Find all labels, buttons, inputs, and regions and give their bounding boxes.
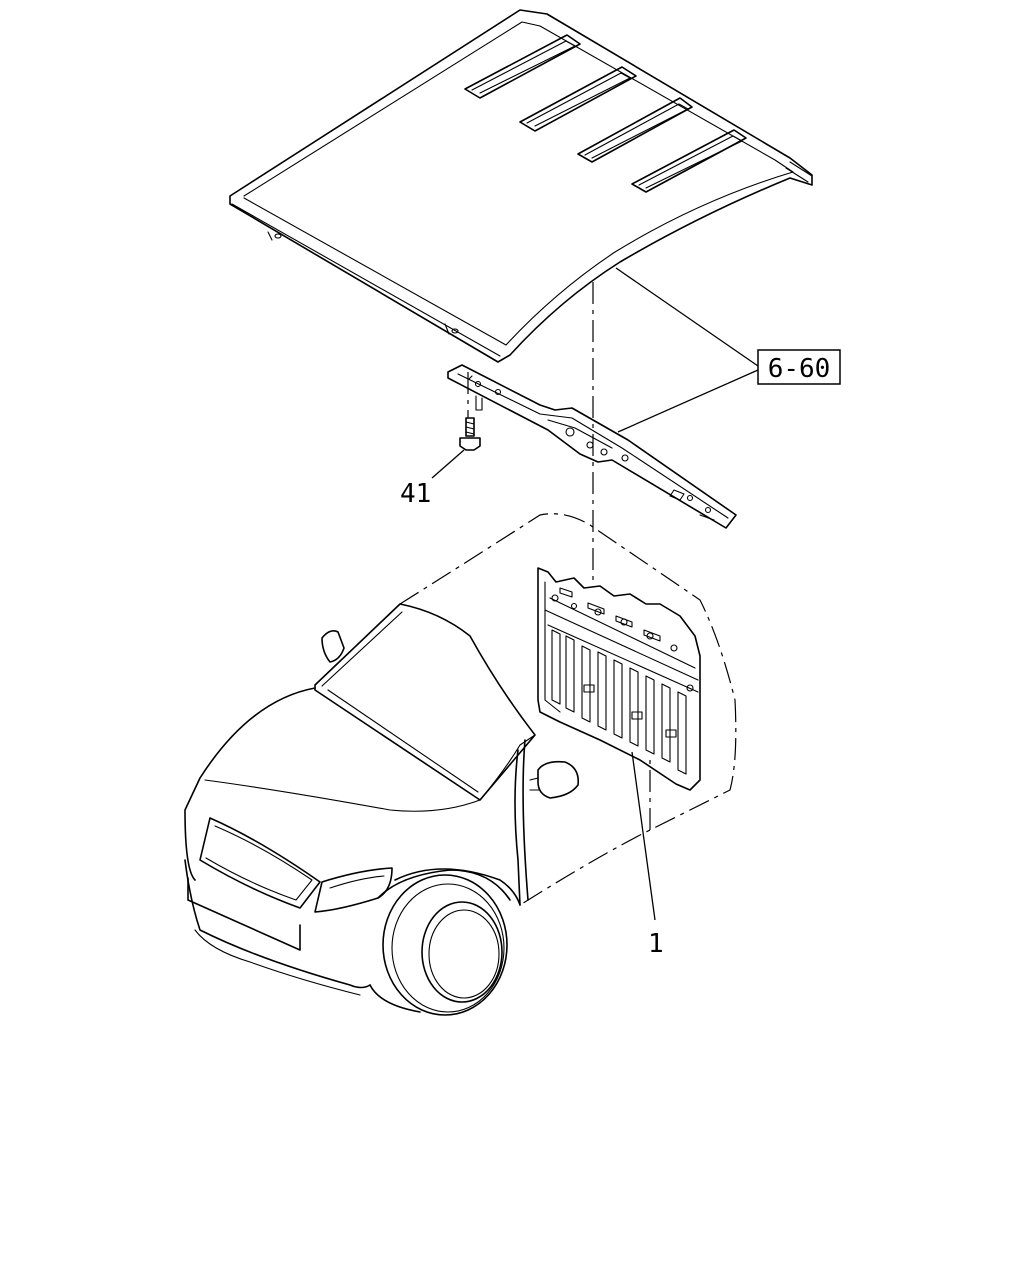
roof-rib: [464, 34, 581, 99]
bolt-callout-label: 41: [400, 479, 431, 509]
roof-bow: [447, 364, 737, 529]
roof-panel: [229, 9, 813, 363]
ref-callout-label: 6-60: [768, 354, 831, 384]
roof-rib: [519, 66, 637, 132]
bolt: [459, 372, 481, 451]
ref-callout: 6-60: [757, 349, 841, 385]
back-panel-callout-label: 1: [648, 929, 664, 959]
leader-lines: [431, 267, 759, 921]
roof-rib: [577, 97, 693, 163]
back-panel: [537, 567, 701, 791]
roof-rib: [631, 129, 747, 193]
vehicle-body: [184, 513, 737, 1016]
